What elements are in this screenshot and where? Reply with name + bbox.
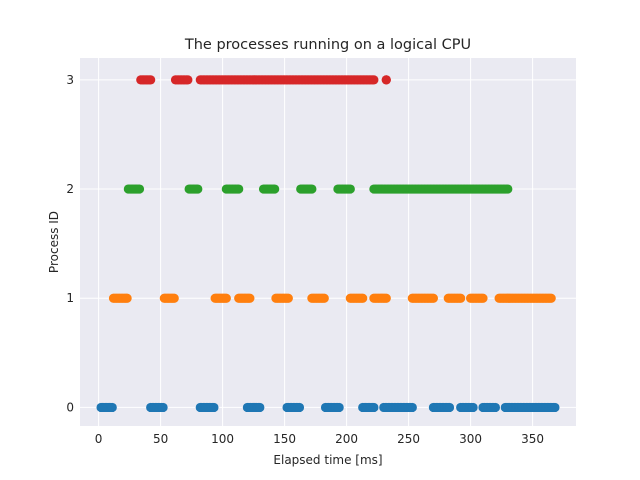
data-point (270, 184, 280, 194)
data-point (294, 402, 305, 413)
data-point (209, 402, 219, 413)
series-process-3 (136, 75, 391, 85)
data-point (158, 402, 168, 413)
data-point (307, 184, 317, 194)
data-point (369, 402, 379, 413)
data-points (96, 75, 560, 413)
data-point (183, 75, 193, 85)
x-tick-label: 200 (335, 432, 358, 446)
data-point (546, 293, 556, 303)
y-tick-label: 3 (66, 73, 74, 87)
data-point (369, 75, 379, 85)
data-point (221, 293, 231, 303)
data-point (381, 75, 391, 85)
data-point (478, 293, 488, 303)
y-tick-label: 1 (66, 291, 74, 305)
data-point (169, 293, 179, 303)
x-axis-ticks: 0 50 100 150 200 250 300 350 (95, 432, 544, 446)
data-point (490, 402, 500, 413)
data-point (245, 293, 255, 303)
data-point (358, 293, 368, 303)
data-point (134, 184, 145, 194)
data-point (107, 402, 117, 413)
data-point (381, 293, 391, 303)
data-point (503, 184, 513, 194)
y-axis-label: Process ID (47, 211, 61, 273)
data-point (345, 184, 355, 194)
data-point (407, 402, 417, 413)
data-point (468, 402, 478, 413)
plot-area (80, 58, 576, 426)
series-process-2 (123, 184, 513, 194)
data-point (146, 75, 156, 85)
x-tick-label: 50 (153, 432, 168, 446)
series-process-1 (108, 293, 556, 303)
data-point (550, 402, 560, 413)
chart-title: The processes running on a logical CPU (184, 37, 471, 53)
data-point (255, 402, 265, 413)
x-tick-label: 350 (521, 432, 544, 446)
data-point (283, 293, 293, 303)
data-point (334, 402, 344, 413)
data-point (428, 293, 438, 303)
data-point (319, 293, 329, 303)
y-tick-label: 2 (66, 182, 74, 196)
y-tick-label: 0 (66, 400, 74, 414)
x-axis-label: Elapsed time [ms] (273, 453, 382, 467)
y-axis-ticks: 0 1 2 3 (66, 73, 74, 415)
data-point (456, 293, 466, 303)
series-process-0 (96, 402, 560, 413)
data-point (122, 293, 132, 303)
data-point (444, 402, 455, 413)
data-point (234, 184, 244, 194)
x-tick-label: 250 (397, 432, 420, 446)
x-tick-label: 0 (95, 432, 103, 446)
data-point (193, 184, 203, 194)
x-tick-label: 150 (273, 432, 296, 446)
x-tick-label: 100 (211, 432, 234, 446)
x-tick-label: 300 (459, 432, 482, 446)
